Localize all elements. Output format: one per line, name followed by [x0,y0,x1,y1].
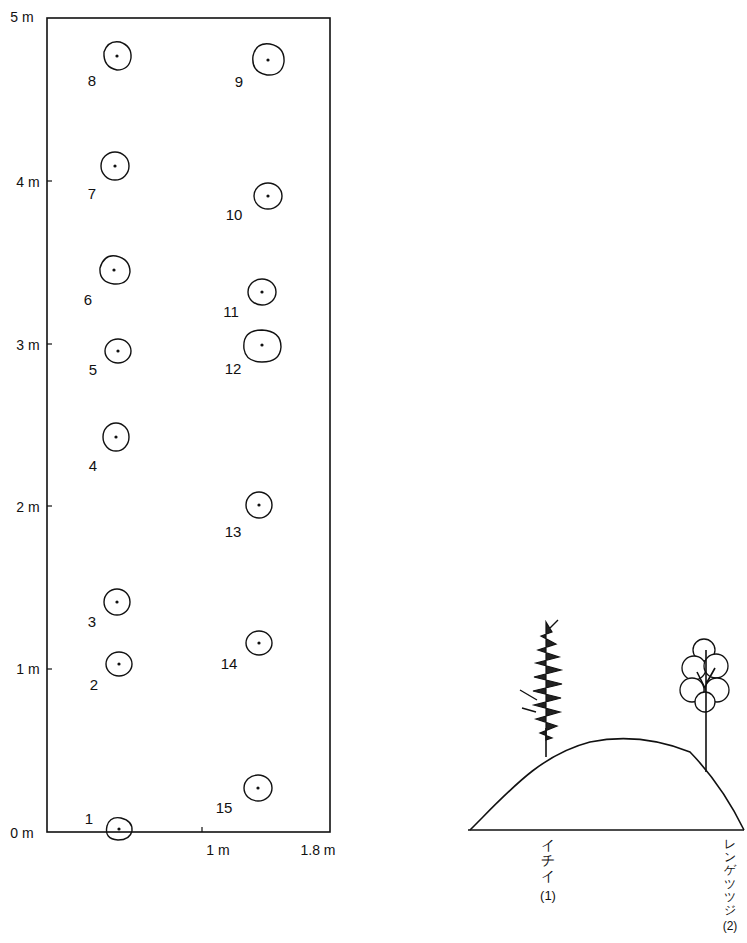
callout-number: 3 [88,614,96,629]
azalea-crown [680,639,729,712]
axis-label: 1.8 m [300,843,335,857]
axis-label: 5 m [10,10,33,24]
callout-number: 11 [223,304,239,319]
callout-number: 7 [88,186,96,201]
tree-positions [100,42,284,840]
callout-number: 2 [90,677,98,692]
axis-label: 1 m [206,843,229,857]
callout-number: 4 [89,458,97,473]
callout-number: 8 [88,73,96,88]
axis-label: 4 m [16,175,39,189]
callout-number: 9 [235,74,243,89]
callout-number: 10 [226,207,243,222]
plot-boundary [47,18,330,832]
axis-ticks [47,181,202,832]
plant-number: (2) [723,920,738,932]
callout-number: 5 [89,362,97,377]
axis-label: 2 m [16,500,39,514]
callout-number: 14 [221,656,238,671]
callout-number: 6 [84,292,92,307]
tree-centres [112,54,269,830]
callout-number: 13 [225,524,242,539]
callout-number: 12 [225,361,242,376]
plant-number: (1) [540,889,556,902]
plant-name: イチイ [541,838,555,884]
axis-label: 1 m [16,662,39,676]
axis-label: 0 m [10,826,33,840]
yew-foliage [533,622,562,740]
axis-label: 3 m [16,338,39,352]
plant-name: レンゲツツジ [724,838,736,917]
callout-number: 15 [216,800,233,815]
mound-illustration [468,620,744,830]
callout-number: 1 [85,811,93,826]
azalea-trunk [697,650,715,772]
